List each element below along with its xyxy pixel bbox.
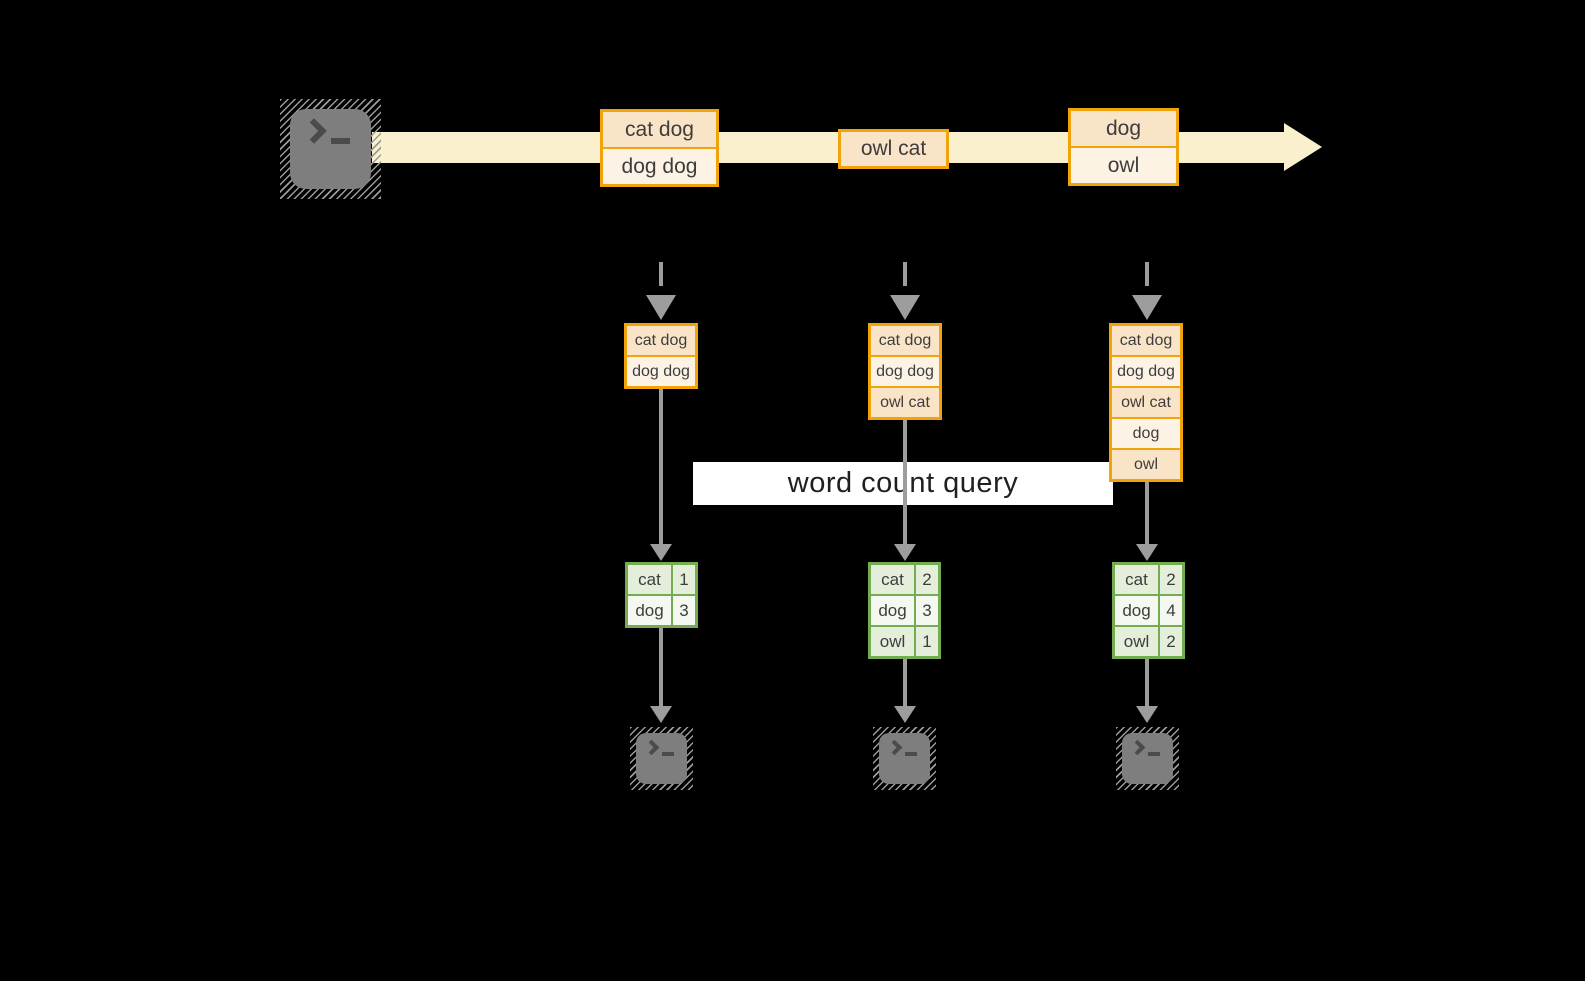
input-record: owl cat xyxy=(1112,388,1180,417)
query-arrow-stem-3 xyxy=(1145,482,1149,544)
stream-record: dog xyxy=(1071,111,1176,146)
stream-record: dog dog xyxy=(603,149,716,184)
stream-record: cat dog xyxy=(603,112,716,147)
output-arrow-stem-1 xyxy=(659,628,663,706)
terminal-prompt-cursor-icon xyxy=(905,752,917,756)
query-arrowhead-3-icon xyxy=(1136,544,1158,561)
count-word-cell: owl xyxy=(1115,627,1158,656)
count-row: dog 3 xyxy=(871,596,938,625)
stream-batch-2: owl cat xyxy=(838,129,949,169)
stream-timeline-arrowhead-icon xyxy=(1284,123,1322,171)
count-value-cell: 1 xyxy=(916,627,938,656)
input-record: owl cat xyxy=(871,388,939,417)
query-arrow-stem-2 xyxy=(903,420,907,544)
count-row: dog 3 xyxy=(628,596,695,625)
input-buffer-3: cat dog dog dog owl cat dog owl xyxy=(1109,323,1183,482)
ingest-arrowhead-1-icon xyxy=(646,295,676,320)
terminal-prompt-chevron-icon xyxy=(301,118,327,144)
input-record: cat dog xyxy=(1112,326,1180,355)
terminal-source-icon xyxy=(280,99,381,199)
count-row: owl 2 xyxy=(1115,627,1182,656)
count-value-cell: 4 xyxy=(1160,596,1182,625)
input-record: dog xyxy=(1112,419,1180,448)
terminal-prompt-chevron-icon xyxy=(643,739,660,756)
terminal-prompt-chevron-icon xyxy=(886,739,903,756)
output-arrowhead-3-icon xyxy=(1136,706,1158,723)
ingest-arrow-stem-1 xyxy=(659,262,663,294)
count-row: owl 1 xyxy=(871,627,938,656)
terminal-prompt-cursor-icon xyxy=(331,138,350,144)
count-word-cell: dog xyxy=(628,596,671,625)
output-arrow-stem-2 xyxy=(903,659,907,706)
count-row: cat 1 xyxy=(628,565,695,594)
query-arrowhead-2-icon xyxy=(894,544,916,561)
input-record: dog dog xyxy=(1112,357,1180,386)
terminal-screen xyxy=(1122,733,1173,784)
terminal-client-icon-2 xyxy=(873,727,936,790)
terminal-screen xyxy=(290,109,371,189)
output-arrow-stem-3 xyxy=(1145,659,1149,706)
output-arrowhead-2-icon xyxy=(894,706,916,723)
terminal-screen xyxy=(879,733,930,784)
count-word-cell: dog xyxy=(1115,596,1158,625)
input-record: cat dog xyxy=(871,326,939,355)
count-value-cell: 2 xyxy=(916,565,938,594)
count-value-cell: 3 xyxy=(673,596,695,625)
input-record: owl xyxy=(1112,450,1180,479)
count-table-2: cat 2 dog 3 owl 1 xyxy=(868,562,941,659)
stream-batch-1: cat dog dog dog xyxy=(600,109,719,187)
input-buffer-1: cat dog dog dog xyxy=(624,323,698,389)
query-label: word count query xyxy=(787,467,1019,499)
count-row: cat 2 xyxy=(871,565,938,594)
query-arrowhead-1-icon xyxy=(650,544,672,561)
count-row: cat 2 xyxy=(1115,565,1182,594)
input-buffer-2: cat dog dog dog owl cat xyxy=(868,323,942,420)
terminal-screen xyxy=(636,733,687,784)
terminal-client-icon-1 xyxy=(630,727,693,790)
count-value-cell: 2 xyxy=(1160,565,1182,594)
count-table-1: cat 1 dog 3 xyxy=(625,562,698,628)
count-word-cell: cat xyxy=(871,565,914,594)
query-arrow-stem-1 xyxy=(659,389,663,544)
terminal-prompt-cursor-icon xyxy=(1148,752,1160,756)
input-record: dog dog xyxy=(627,357,695,386)
count-word-cell: owl xyxy=(871,627,914,656)
terminal-prompt-chevron-icon xyxy=(1129,739,1146,756)
stream-record: owl xyxy=(1071,148,1176,183)
stream-batch-3: dog owl xyxy=(1068,108,1179,186)
count-word-cell: cat xyxy=(628,565,671,594)
count-value-cell: 2 xyxy=(1160,627,1182,656)
stream-record: owl cat xyxy=(841,132,946,166)
input-record: cat dog xyxy=(627,326,695,355)
ingest-arrow-stem-2 xyxy=(903,262,907,294)
terminal-client-icon-3 xyxy=(1116,727,1179,790)
count-table-3: cat 2 dog 4 owl 2 xyxy=(1112,562,1185,659)
input-record: dog dog xyxy=(871,357,939,386)
ingest-arrowhead-3-icon xyxy=(1132,295,1162,320)
terminal-prompt-cursor-icon xyxy=(662,752,674,756)
count-value-cell: 3 xyxy=(916,596,938,625)
output-arrowhead-1-icon xyxy=(650,706,672,723)
ingest-arrow-stem-3 xyxy=(1145,262,1149,294)
count-value-cell: 1 xyxy=(673,565,695,594)
ingest-arrowhead-2-icon xyxy=(890,295,920,320)
count-word-cell: dog xyxy=(871,596,914,625)
count-row: dog 4 xyxy=(1115,596,1182,625)
count-word-cell: cat xyxy=(1115,565,1158,594)
